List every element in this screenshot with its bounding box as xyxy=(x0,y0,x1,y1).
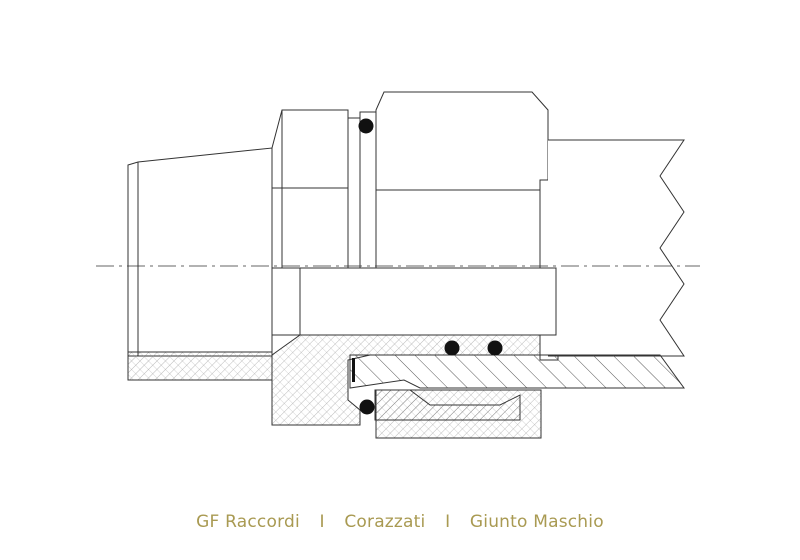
male-thread-end xyxy=(127,147,273,381)
o-ring-bottom xyxy=(359,399,375,415)
brand-name: GF Raccordi xyxy=(196,512,300,532)
ferrule-insert xyxy=(374,389,540,421)
caption-separator-2: I xyxy=(445,512,451,532)
o-ring-seals xyxy=(352,118,503,415)
o-ring-top xyxy=(358,118,374,134)
o-ring-hose-2 xyxy=(487,340,503,356)
product-caption: GF Raccordi I Corazzati I Giunto Maschio xyxy=(0,512,800,532)
fitting-cross-section-drawing xyxy=(96,91,700,439)
collar-ring xyxy=(347,111,377,269)
product-model: Giunto Maschio xyxy=(469,512,604,532)
o-ring-hose-1 xyxy=(444,340,460,356)
caption-separator-1: I xyxy=(319,512,325,532)
product-category: Corazzati xyxy=(344,512,426,532)
bore xyxy=(271,267,557,336)
retaining-clip xyxy=(352,358,355,382)
hose-wall-section xyxy=(349,354,685,389)
armored-hose xyxy=(548,139,685,357)
